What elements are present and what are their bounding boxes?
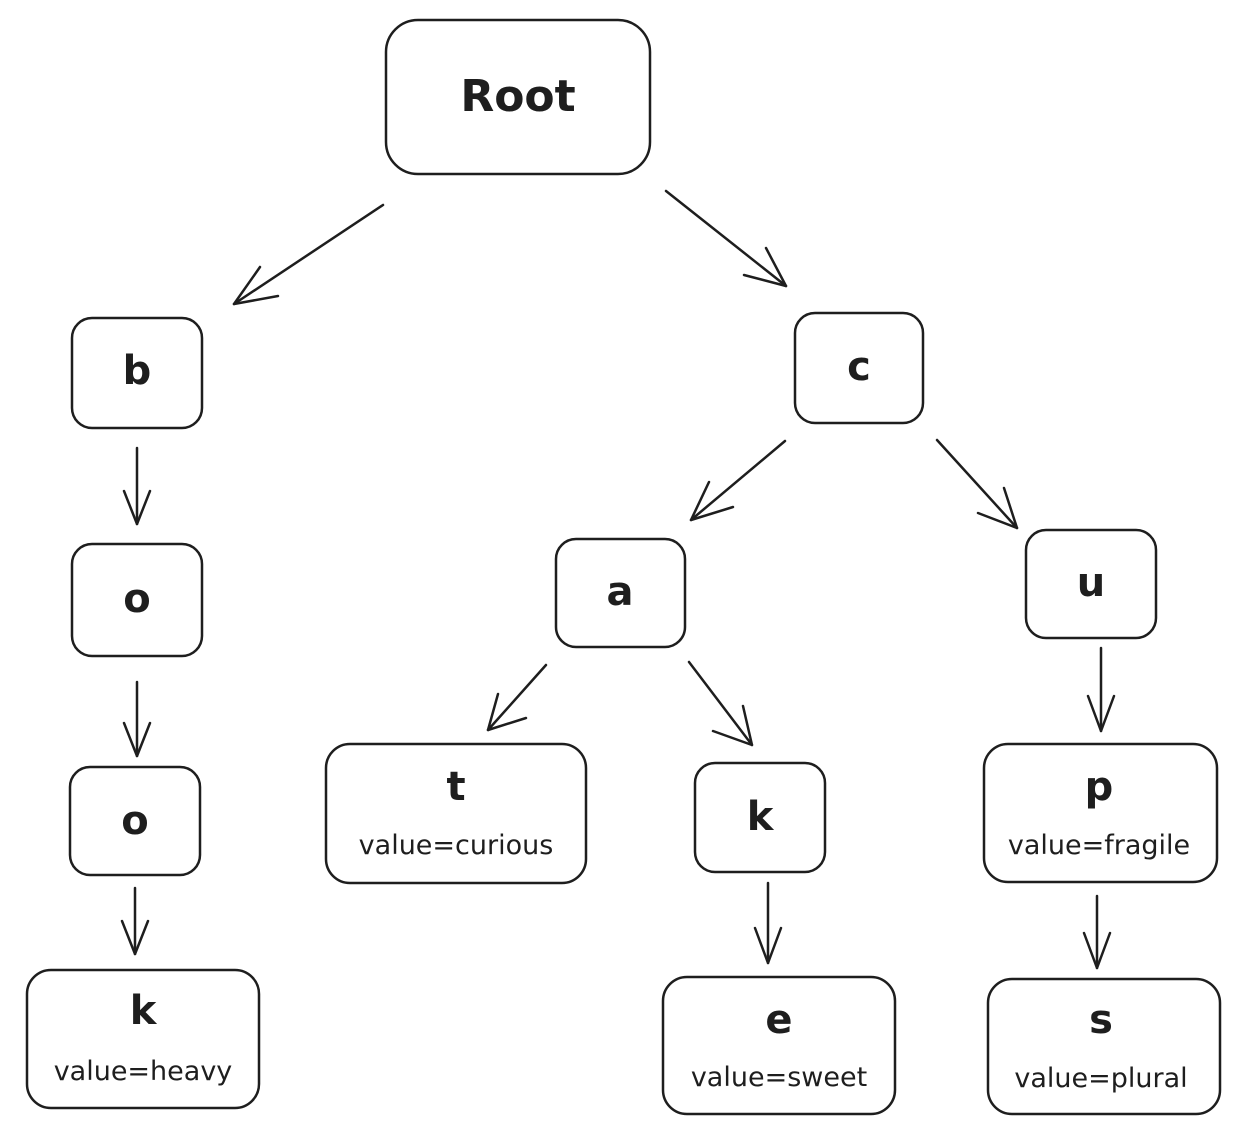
node-a-label: a (607, 569, 634, 615)
node-s-plural-label: s (1089, 997, 1113, 1043)
node-o-1: o (70, 542, 204, 658)
node-u: u (1024, 528, 1158, 640)
node-root: Root (384, 18, 652, 176)
edge-b-o (122, 446, 152, 526)
edge-root-c (664, 189, 788, 288)
edge-c-a (689, 439, 787, 522)
node-c: c (793, 311, 925, 425)
node-t-curious-label: t (446, 764, 465, 810)
node-c-label: c (847, 344, 871, 390)
node-p-fragile-value: value=fragile (1008, 830, 1190, 861)
edge-c-u (935, 438, 1019, 530)
node-p-fragile: p value=fragile (982, 742, 1219, 884)
edge-p-s (1082, 894, 1112, 970)
edge-u-p (1086, 646, 1116, 733)
node-e-sweet-label: e (765, 997, 792, 1043)
node-o-2-label: o (121, 798, 148, 844)
edge-root-b (232, 203, 385, 306)
node-k-heavy: k value=heavy (25, 968, 261, 1110)
edge-a-k (687, 660, 754, 747)
node-k-heavy-value: value=heavy (54, 1056, 233, 1087)
node-k-heavy-label: k (130, 988, 158, 1034)
node-p-fragile-label: p (1085, 764, 1114, 810)
edge-o-o (122, 680, 152, 758)
node-root-label: Root (460, 71, 575, 122)
node-o-1-label: o (123, 576, 150, 622)
node-s-plural: s value=plural (986, 977, 1222, 1116)
node-e-sweet: e value=sweet (661, 975, 897, 1116)
node-s-plural-value: value=plural (1014, 1063, 1187, 1094)
node-e-sweet-value: value=sweet (691, 1062, 867, 1093)
node-k-2: k (693, 761, 827, 874)
node-b-label: b (123, 348, 152, 394)
node-o-2: o (68, 765, 202, 877)
node-u-label: u (1077, 560, 1105, 606)
edge-a-t (486, 663, 548, 732)
edge-k-e (753, 881, 783, 965)
node-k-2-label: k (747, 794, 775, 840)
node-a: a (554, 537, 687, 649)
edge-o-k (120, 886, 150, 956)
node-b: b (70, 316, 204, 430)
node-t-curious-value: value=curious (359, 830, 554, 861)
node-t-curious: t value=curious (324, 742, 588, 885)
